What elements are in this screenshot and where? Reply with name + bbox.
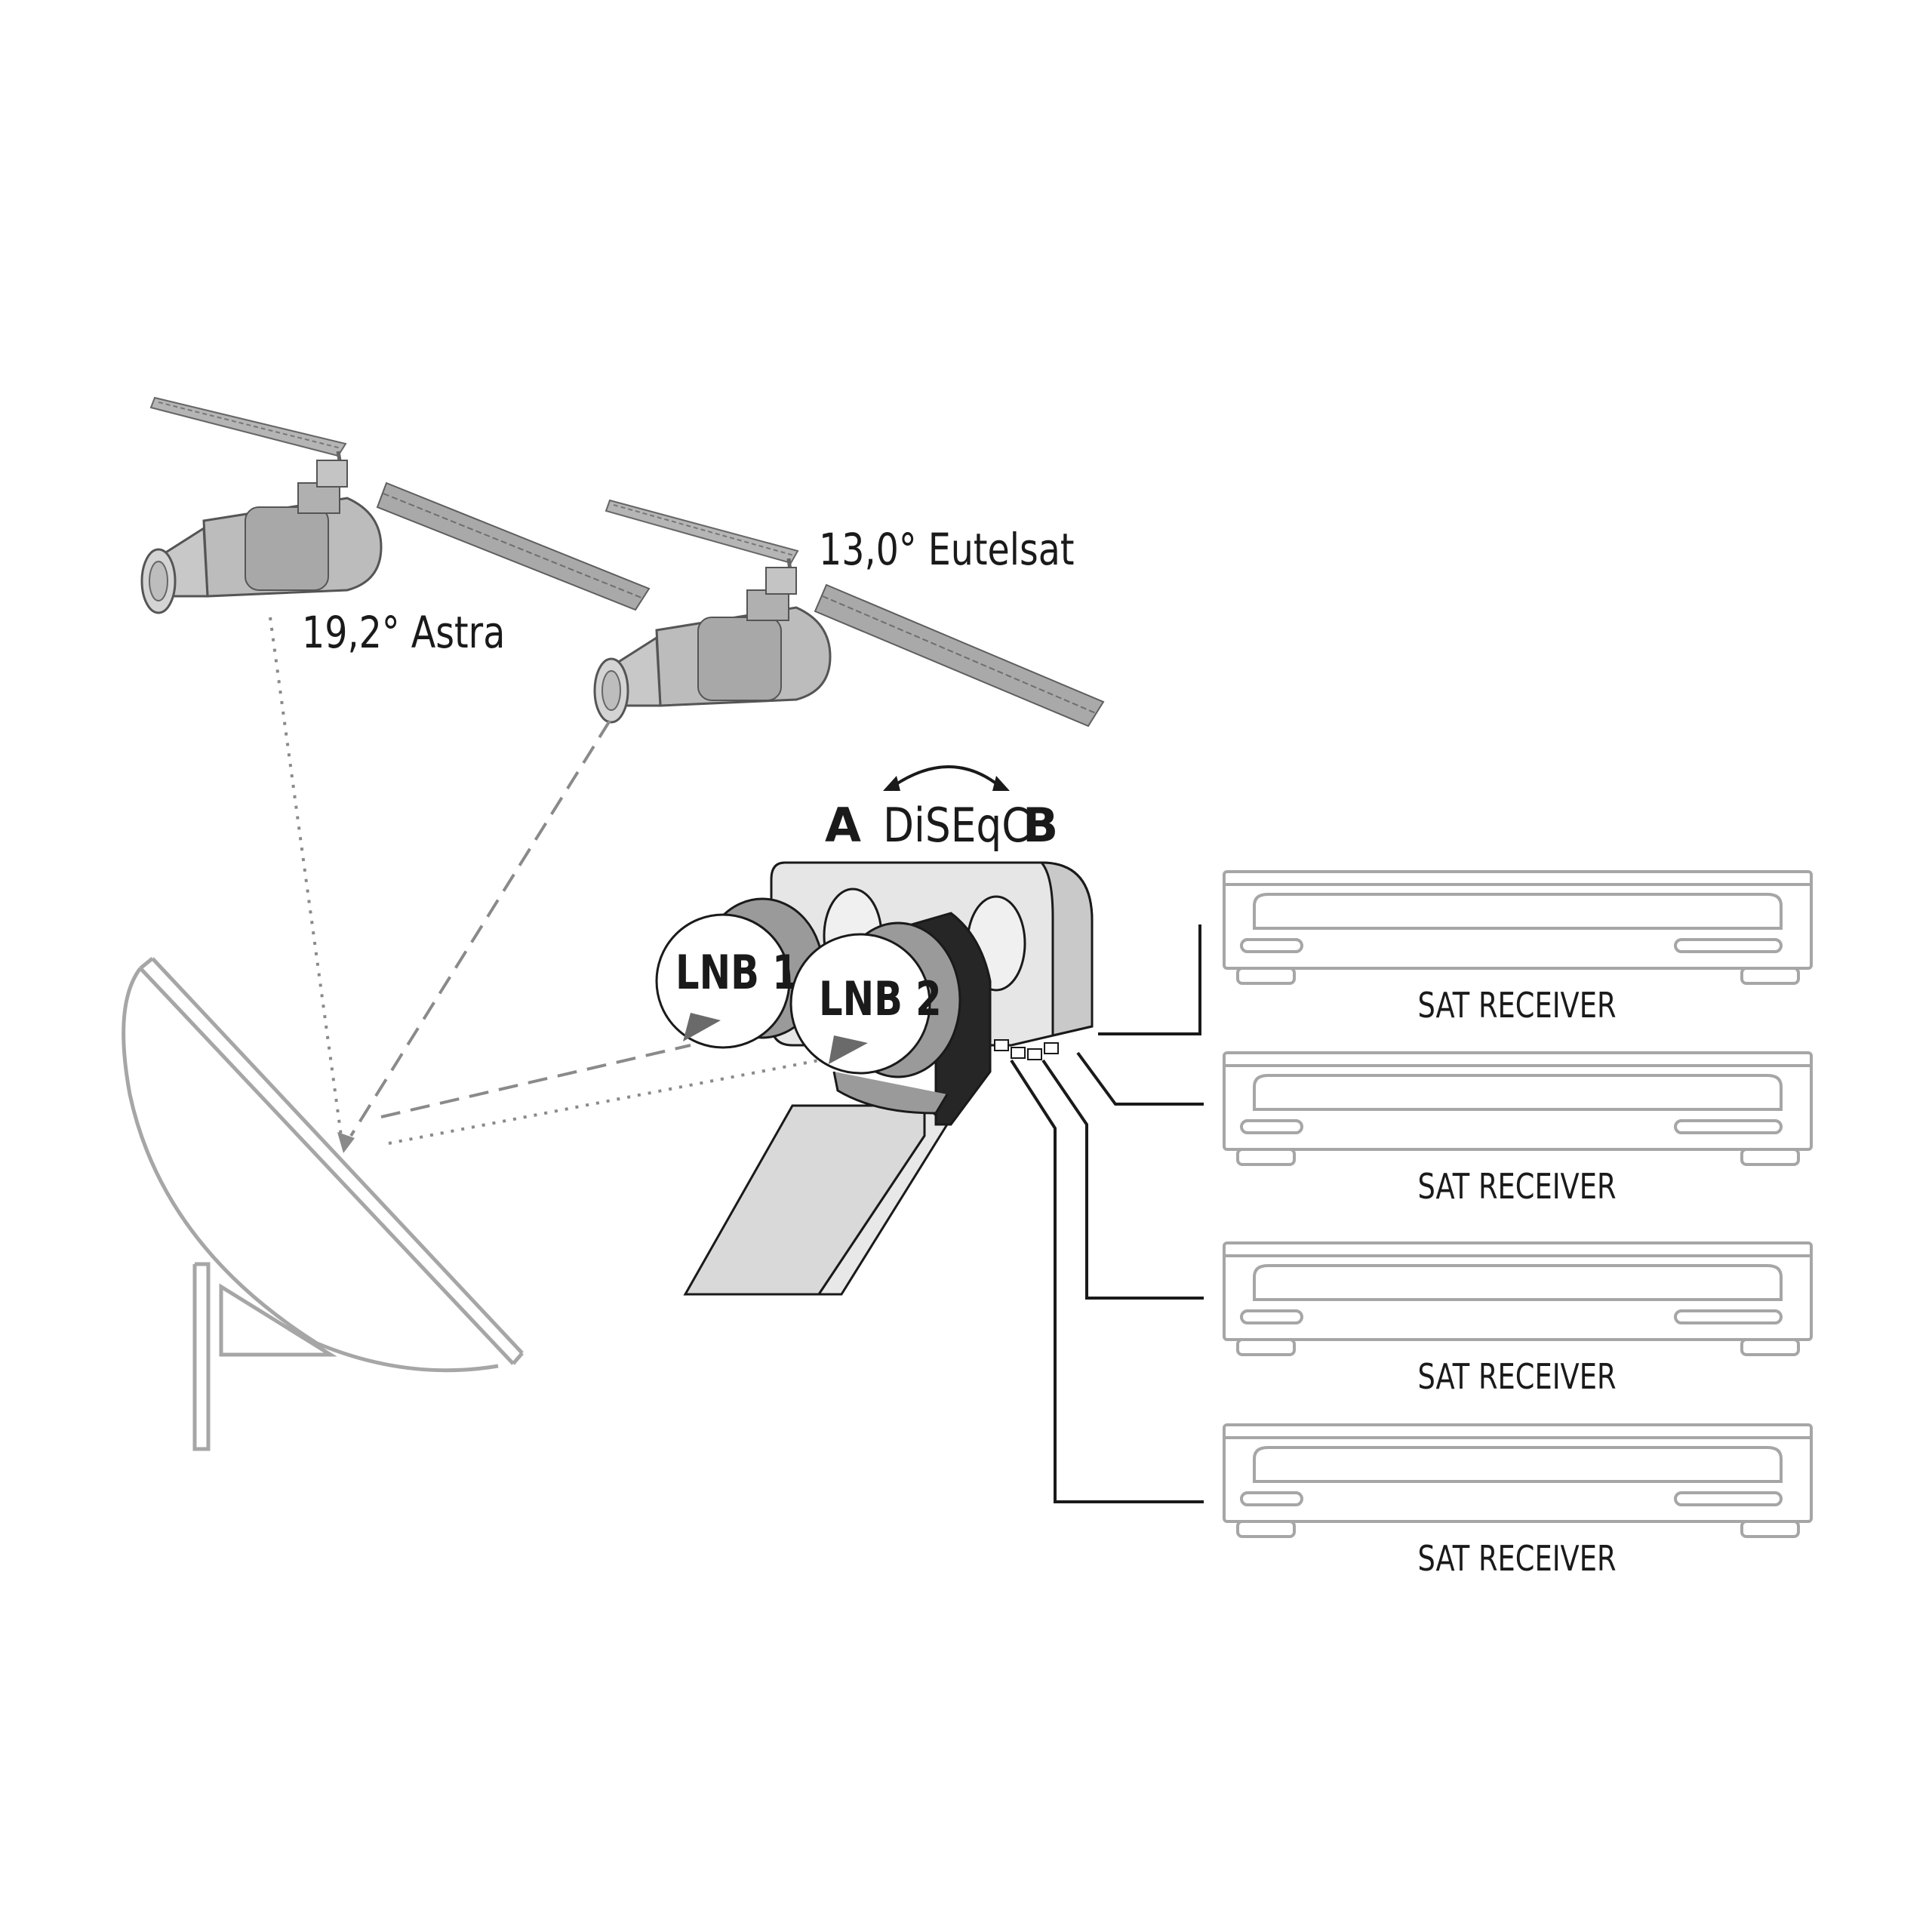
port-b-label: B (1023, 798, 1058, 853)
satellite-dish-icon (122, 957, 524, 1451)
eutelsat-label: 13,0° Eutelsat (819, 524, 1075, 575)
receiver-3-label: SAT RECEIVER (1417, 1356, 1616, 1397)
port-a-label: A (825, 798, 861, 853)
astra-label: 19,2° Astra (302, 607, 505, 658)
eutelsat-signal-dashed-line (349, 719, 611, 1137)
receiver-4-label: SAT RECEIVER (1417, 1538, 1616, 1579)
output-connector-1 (994, 1039, 1009, 1051)
lnb1-arrow-icon (683, 1013, 721, 1041)
diseqc-switch-label-group: A DiSEqC B (825, 765, 1058, 853)
cable-receiver-1 (1098, 924, 1201, 1035)
lnb2-dotted-line (388, 1059, 820, 1145)
lnb1-dashed-line (380, 1044, 691, 1118)
arc-left-arrow-icon (883, 776, 900, 791)
output-connector-2 (1011, 1047, 1026, 1059)
lnb2-icon (789, 921, 961, 1115)
receiver-1: SAT RECEIVER (1223, 870, 1813, 1026)
astra-signal-dotted-line (269, 617, 343, 1137)
arc-right-arrow-icon (992, 776, 1010, 791)
output-connector-4 (1044, 1042, 1059, 1054)
receiver-2-label: SAT RECEIVER (1417, 1166, 1616, 1207)
signal-paths (269, 617, 820, 1153)
cable-receiver-3 (1041, 1059, 1204, 1300)
receiver-2: SAT RECEIVER (1223, 1051, 1813, 1207)
diseqc-label: DiSEqC (883, 798, 1029, 853)
focus-arrow-icon (337, 1132, 355, 1153)
output-connector-3 (1027, 1048, 1042, 1060)
lnb2-arrow-icon (829, 1035, 868, 1064)
lnb2-label: LNB 2 (819, 973, 942, 1027)
monoblock-lnb-assembly: LNB 1 LNB 2 (655, 861, 1094, 1296)
receiver-4: SAT RECEIVER (1223, 1423, 1813, 1579)
eutelsat-satellite-icon (593, 499, 1105, 728)
switch-arc-icon (891, 765, 1001, 788)
coax-cables (1010, 924, 1204, 1503)
receiver-3: SAT RECEIVER (1223, 1241, 1813, 1397)
lnb1-label: LNB 1 (675, 946, 798, 1001)
cable-receiver-2 (1076, 1051, 1204, 1106)
astra-satellite-icon (140, 396, 651, 614)
receiver-1-label: SAT RECEIVER (1417, 985, 1616, 1026)
cable-receiver-4 (1010, 1059, 1204, 1503)
